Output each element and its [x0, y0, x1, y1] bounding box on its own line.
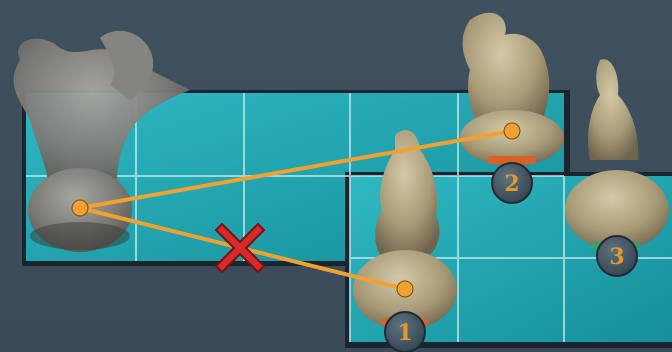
hero-2-miniature[interactable] [460, 13, 564, 166]
los-origin-point [72, 200, 88, 216]
hero-3-badge: 3 [597, 236, 637, 276]
hero-1-badge: 1 [385, 312, 425, 352]
hero-2-label: 2 [504, 171, 519, 197]
hero-1-label: 1 [397, 320, 412, 346]
los-target-point-hero-1 [397, 281, 413, 297]
los-target-point-hero-2 [504, 123, 520, 139]
hero-2-badge: 2 [492, 163, 532, 203]
hero-3-miniature[interactable] [565, 59, 669, 250]
hero-3-label: 3 [609, 244, 624, 270]
